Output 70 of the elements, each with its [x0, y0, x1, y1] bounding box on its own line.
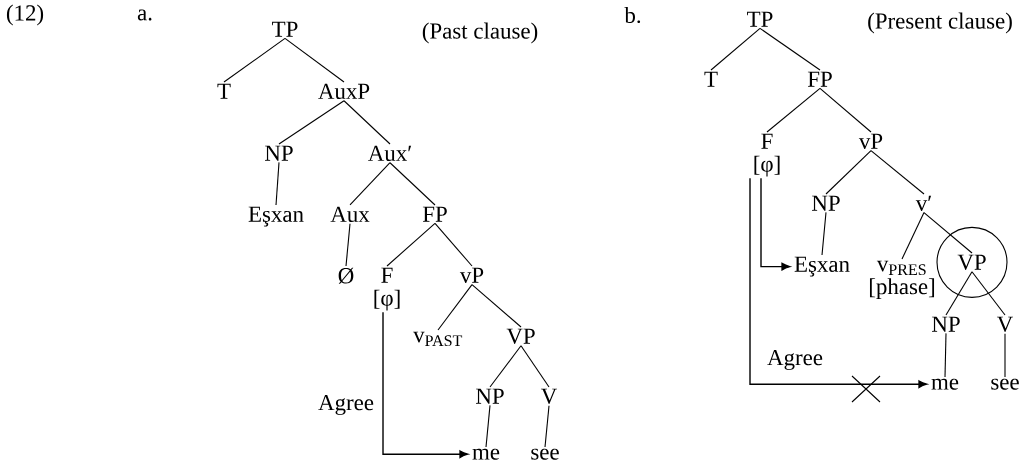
tree-label: see — [531, 448, 559, 460]
tree-label: F [φ] — [374, 267, 400, 311]
tree-label: vP — [858, 133, 883, 149]
tree-branch — [223, 37, 286, 83]
tree-branch — [1004, 333, 1006, 378]
tree-label: TP — [747, 11, 773, 27]
tree-label: vP — [459, 267, 484, 283]
agree-arrow — [382, 311, 469, 459]
tree-label: me — [931, 378, 959, 390]
tree-branch — [923, 212, 973, 254]
blocked-agree-arrow — [749, 177, 928, 403]
tree-label: FP — [807, 71, 832, 87]
tree-label: VP — [506, 328, 535, 345]
tree-label: Ø — [338, 267, 354, 284]
tree-label: v$_{PRES}$ [phase] — [870, 260, 935, 299]
tree-branch — [437, 284, 473, 331]
tree-label: Aux — [330, 206, 370, 223]
tree-branch — [971, 271, 1006, 316]
tree-label: T — [217, 83, 231, 99]
tree-label: NP — [812, 195, 840, 211]
tree-branch — [386, 222, 436, 267]
tree-label: v$_{PAST}$ — [413, 331, 463, 347]
tree-branch — [471, 284, 522, 328]
circled-tree-label: VP — [936, 226, 1008, 298]
tree-branch — [870, 150, 925, 195]
label-text: (Present clause) — [868, 12, 1012, 34]
tree-label: AuxP — [318, 83, 370, 100]
tree-label: Aux′ — [368, 145, 412, 162]
tree-branch — [825, 150, 872, 195]
label-text: a. — [137, 9, 152, 21]
tree-branch — [343, 100, 391, 145]
tree-branch — [766, 87, 821, 133]
tree-branch — [349, 162, 391, 206]
tree-label: Eşxan — [248, 206, 304, 227]
edge-label: Agree — [318, 394, 374, 416]
label-text: (12) — [6, 4, 44, 26]
tree-label: V — [541, 388, 558, 405]
tree-label: T — [704, 71, 718, 87]
tree-branch — [544, 405, 550, 448]
tree-branch — [520, 345, 550, 388]
tree-branch — [821, 211, 827, 256]
agree-arrow — [760, 177, 791, 271]
tree-label: see — [991, 378, 1019, 390]
tree-branch — [819, 87, 872, 133]
tree-label: me — [472, 448, 500, 460]
tree-branch — [345, 223, 351, 267]
edge-label: Agree — [767, 349, 823, 371]
tree-label: NP — [476, 388, 504, 404]
tree-label: NP — [265, 145, 293, 161]
label-text: b. — [624, 6, 641, 24]
tree-branch — [434, 222, 473, 267]
tree-label: NP — [932, 316, 960, 332]
tree-branch — [944, 332, 947, 378]
tree-label: F [φ] — [754, 133, 780, 177]
tree-label: Eşxan — [794, 256, 850, 277]
tree-label: TP — [272, 21, 298, 37]
tree-branch — [489, 345, 522, 388]
tree-branch — [284, 37, 345, 83]
tree-branch — [710, 27, 761, 71]
tree-branch — [278, 100, 345, 145]
tree-branch — [389, 162, 436, 206]
tree-label: FP — [422, 206, 447, 222]
tree-branch — [945, 271, 973, 316]
tree-label: v′ — [915, 195, 932, 211]
tree-branch — [485, 404, 491, 448]
tree-branch — [759, 27, 821, 71]
tree-branch — [275, 161, 280, 206]
tree-label: V — [997, 316, 1013, 333]
label-text: (Past clause) — [422, 22, 538, 44]
tree-branch — [901, 212, 925, 260]
